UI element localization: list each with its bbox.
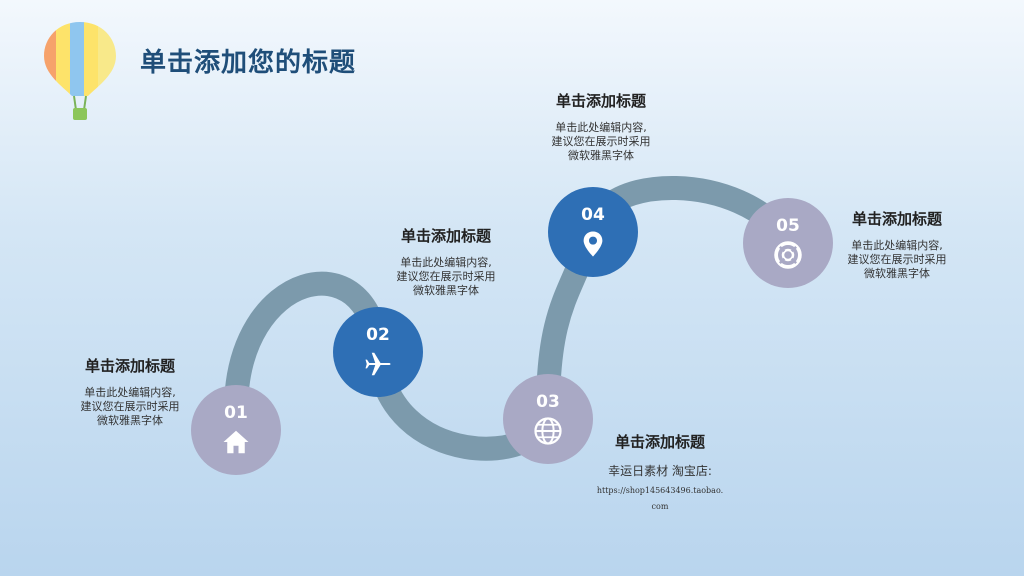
step-node-05: 05 [743,198,833,288]
desc-line: 建议您在展示时采用 [551,135,651,148]
step-title: 单击添加标题 [84,357,175,375]
url-line: https://shop145643496.taobao. [596,486,724,495]
step-node-04: 04 [548,187,638,277]
lifebuoy-icon [774,241,802,269]
step-description: 单击此处编辑内容, 建议您在展示时采用 微软雅黑字体 [531,121,671,163]
step-label-03: 单击添加标题 幸运日素材 淘宝店: https://shop145643496.… [590,431,730,515]
step-number: 04 [581,205,605,225]
desc-line: 微软雅黑字体 [568,149,634,162]
step-number: 02 [366,325,390,345]
url-line: com [651,502,669,511]
step-description: 单击此处编辑内容, 建议您在展示时采用 微软雅黑字体 [60,386,200,428]
step-title: 单击添加标题 [555,92,646,110]
desc-line: 单击此处编辑内容, [555,121,647,134]
desc-line: 单击此处编辑内容, [400,256,492,269]
globe-icon [534,417,562,445]
step-node-02: 02 [333,307,423,397]
step-title: 单击添加标题 [400,227,491,245]
desc-line: 建议您在展示时采用 [396,270,496,283]
step-number: 05 [776,216,800,236]
shop-text: 幸运日素材 淘宝店: [608,464,712,478]
step-number: 01 [224,403,248,423]
step-description: 单击此处编辑内容, 建议您在展示时采用 微软雅黑字体 [827,239,967,281]
step-label-01: 单击添加标题 单击此处编辑内容, 建议您在展示时采用 微软雅黑字体 [60,355,200,428]
step-description: 单击此处编辑内容, 建议您在展示时采用 微软雅黑字体 [376,256,516,298]
step-node-03: 03 [503,374,593,464]
hot-air-balloon-icon [44,22,116,120]
desc-line: 单击此处编辑内容, [84,386,176,399]
shop-url: https://shop145643496.taobao. com [590,483,730,515]
airplane-icon [365,352,391,376]
step-title: 单击添加标题 [851,210,942,228]
desc-line: 建议您在展示时采用 [80,400,180,413]
step-number: 03 [536,392,560,412]
page-title: 单击添加您的标题 [140,48,357,78]
step-node-01: 01 [191,385,281,475]
map-pin-icon [583,231,603,257]
step-label-04: 单击添加标题 单击此处编辑内容, 建议您在展示时采用 微软雅黑字体 [531,90,671,163]
desc-line: 微软雅黑字体 [864,267,930,280]
step-label-05: 单击添加标题 单击此处编辑内容, 建议您在展示时采用 微软雅黑字体 [827,208,967,281]
home-icon [223,430,249,454]
desc-line: 单击此处编辑内容, [851,239,943,252]
desc-line: 建议您在展示时采用 [847,253,947,266]
step-label-02: 单击添加标题 单击此处编辑内容, 建议您在展示时采用 微软雅黑字体 [376,225,516,298]
desc-line: 微软雅黑字体 [97,414,163,427]
step-title: 单击添加标题 [614,433,705,451]
desc-line: 微软雅黑字体 [413,284,479,297]
